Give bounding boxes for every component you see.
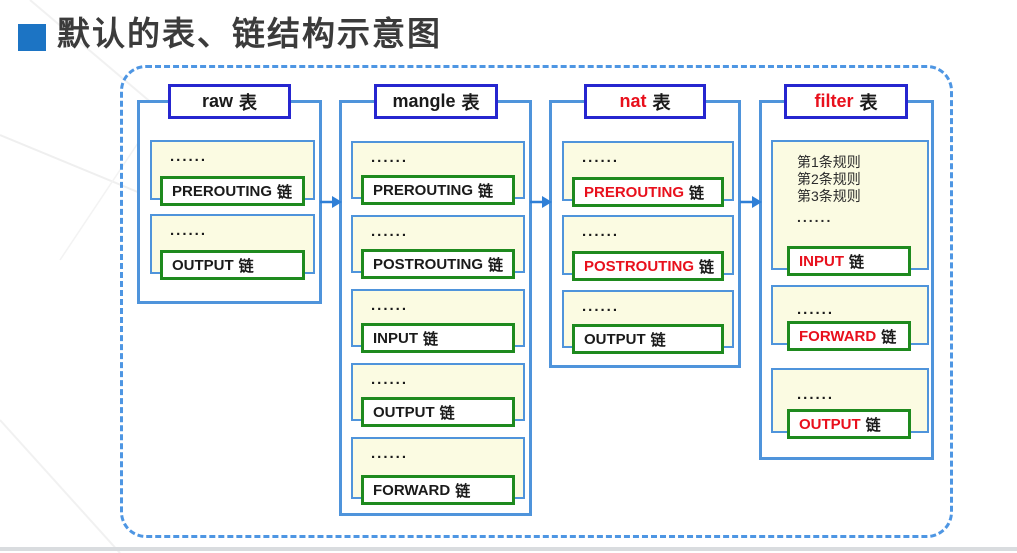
rules-ellipsis: ...... (797, 386, 835, 403)
chain-label: OUTPUT (584, 330, 646, 348)
chain-label-suffix: 链 (478, 182, 494, 200)
chain-label-suffix: 链 (488, 256, 504, 274)
chain-name-box-input: INPUT 链 (787, 246, 911, 276)
table-name-suffix: 表 (859, 92, 878, 113)
table-name-suffix: 表 (652, 92, 671, 113)
mangle-postrouting-chain-block: ...... POSTROUTING 链 (351, 215, 525, 279)
table-name: nat (619, 91, 647, 111)
rule-list: 第1条规则 第2条规则 第3条规则 ...... (797, 154, 861, 226)
chain-name-box-output: OUTPUT 链 (361, 397, 515, 427)
chain-name-box-prerouting: PREROUTING 链 (572, 177, 724, 207)
chain-name-box-output: OUTPUT 链 (160, 250, 305, 280)
nat-prerouting-chain-block: ...... PREROUTING 链 (562, 141, 734, 207)
rule-line: 第2条规则 (797, 171, 861, 187)
chain-name-box-forward: FORWARD 链 (787, 321, 911, 351)
raw-output-chain-block: ...... OUTPUT 链 (150, 214, 315, 280)
rules-ellipsis: ...... (371, 223, 409, 240)
chain-name-box-output: OUTPUT 链 (572, 324, 724, 354)
chain-label-suffix: 链 (881, 328, 897, 346)
table-header-filter: filter 表 (784, 84, 908, 119)
chain-label-suffix: 链 (439, 404, 455, 422)
flow-arrow-icon (740, 194, 762, 215)
raw-prerouting-chain-block: ...... PREROUTING 链 (150, 140, 315, 206)
mangle-forward-chain-block: ...... FORWARD 链 (351, 437, 525, 505)
table-header-mangle: mangle 表 (374, 84, 498, 119)
chain-name-box-postrouting: POSTROUTING 链 (572, 251, 724, 281)
slide-bottom-edge (0, 547, 1017, 551)
chain-label: OUTPUT (373, 403, 435, 421)
filter-forward-chain-block: ...... FORWARD 链 (771, 285, 929, 351)
chain-label-suffix: 链 (699, 258, 715, 276)
rule-line: 第1条规则 (797, 154, 861, 170)
table-nat: ...... PREROUTING 链 ...... POSTROUTING 链… (549, 100, 741, 368)
rules-ellipsis: ...... (371, 371, 409, 388)
rule-line: 第3条规则 (797, 188, 861, 204)
mangle-output-chain-block: ...... OUTPUT 链 (351, 363, 525, 427)
chain-label: OUTPUT (799, 415, 861, 433)
nat-postrouting-chain-block: ...... POSTROUTING 链 (562, 215, 734, 281)
chain-label: INPUT (799, 252, 844, 270)
chain-name-box-forward: FORWARD 链 (361, 475, 515, 505)
slide-title-row: 默认的表、链结构示意图 (0, 0, 1017, 60)
chain-label: FORWARD (799, 327, 877, 345)
title-bullet-icon (18, 24, 46, 51)
filter-input-chain-block: 第1条规则 第2条规则 第3条规则 ...... INPUT 链 (771, 140, 929, 276)
table-name-suffix: 表 (239, 92, 258, 113)
chain-label-suffix: 链 (423, 330, 439, 348)
rules-ellipsis: ...... (170, 148, 208, 165)
chain-label: PREROUTING (172, 182, 273, 200)
table-name: mangle (392, 91, 456, 111)
mangle-prerouting-chain-block: ...... PREROUTING 链 (351, 141, 525, 205)
chain-label: OUTPUT (172, 256, 234, 274)
chain-label-suffix: 链 (849, 253, 865, 271)
chain-label-suffix: 链 (650, 331, 666, 349)
flow-arrow-icon (320, 194, 342, 215)
table-name-suffix: 表 (461, 92, 480, 113)
rules-ellipsis: ...... (371, 149, 409, 166)
table-name: raw (201, 91, 234, 111)
table-mangle: ...... PREROUTING 链 ...... POSTROUTING 链… (339, 100, 532, 516)
rules-ellipsis: ...... (582, 223, 620, 240)
rules-ellipsis: ...... (797, 301, 835, 318)
chain-label-suffix: 链 (865, 416, 881, 434)
mangle-input-chain-block: ...... INPUT 链 (351, 289, 525, 353)
chain-label-suffix: 链 (238, 257, 254, 275)
page-title: 默认的表、链结构示意图 (57, 15, 442, 52)
chain-label: PREROUTING (584, 183, 685, 201)
table-name: filter (814, 91, 854, 111)
chain-name-box-prerouting: PREROUTING 链 (160, 176, 305, 206)
flow-arrow-icon (530, 194, 552, 215)
diagram-frame (120, 65, 953, 538)
chain-label: INPUT (373, 329, 418, 347)
chain-label-suffix: 链 (455, 482, 471, 500)
table-filter: 第1条规则 第2条规则 第3条规则 ...... INPUT 链 ...... … (759, 100, 934, 460)
rules-ellipsis: ...... (170, 222, 208, 239)
chain-label: PREROUTING (373, 181, 474, 199)
table-raw: ...... PREROUTING 链 ...... OUTPUT 链 (137, 100, 322, 304)
chain-label-suffix: 链 (277, 183, 293, 201)
chain-label: FORWARD (373, 481, 451, 499)
nat-output-chain-block: ...... OUTPUT 链 (562, 290, 734, 354)
chain-label: POSTROUTING (373, 255, 484, 273)
table-header-raw: raw 表 (168, 84, 291, 119)
chain-name-box-output: OUTPUT 链 (787, 409, 911, 439)
rules-ellipsis: ...... (797, 209, 833, 225)
chain-name-box-prerouting: PREROUTING 链 (361, 175, 515, 205)
chain-name-box-input: INPUT 链 (361, 323, 515, 353)
rules-ellipsis: ...... (582, 298, 620, 315)
chain-label: POSTROUTING (584, 257, 695, 275)
chain-name-box-postrouting: POSTROUTING 链 (361, 249, 515, 279)
table-header-nat: nat 表 (584, 84, 706, 119)
rules-ellipsis: ...... (371, 445, 409, 462)
rules-ellipsis: ...... (582, 149, 620, 166)
filter-output-chain-block: ...... OUTPUT 链 (771, 368, 929, 439)
rules-ellipsis: ...... (371, 297, 409, 314)
chain-label-suffix: 链 (689, 184, 705, 202)
